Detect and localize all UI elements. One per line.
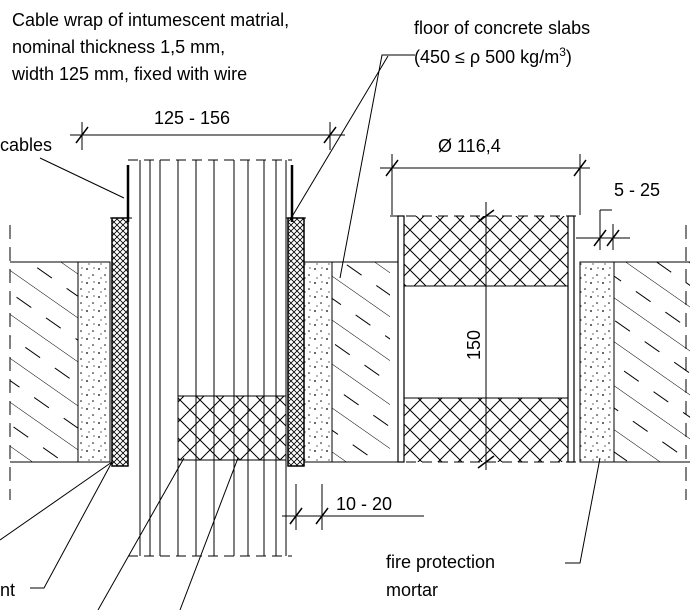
cable-wrap-label-line2: nominal thickness 1,5 mm, (12, 37, 225, 57)
slab-right (614, 262, 690, 462)
fire-protection-label-line1: fire protection (386, 552, 495, 572)
cables-label: cables (0, 135, 52, 155)
floor-label-line2: (450 ≤ ρ 500 kg/m3) (414, 45, 572, 67)
mortar-left (77, 261, 111, 463)
cable-wrap-label-line1: Cable wrap of intumescent matrial, (12, 10, 289, 30)
gap-dimension: 5 - 25 (614, 180, 660, 200)
sleeve-wall-left (397, 215, 405, 463)
slab-left (10, 262, 78, 462)
cable-wrap-label-line3: width 125 mm, fixed with wire (11, 64, 247, 84)
sealant-block (177, 395, 287, 461)
opening-width-dimension: 125 - 156 (154, 108, 230, 128)
floor-label-line1: floor of concrete slabs (414, 18, 590, 38)
dimension-gap (576, 209, 630, 250)
mortar-right (579, 261, 615, 463)
fire-protection-label-line2: mortar (386, 580, 438, 600)
height-dimension: 150 (464, 330, 484, 360)
mortar-center (303, 261, 333, 463)
dimension-height (477, 202, 495, 470)
fire-protection-mortar (77, 261, 615, 463)
offset-dimension: 10 - 20 (336, 494, 392, 514)
leader-lines (0, 54, 601, 610)
cable-bundle (128, 159, 292, 557)
cable-wrap-right (287, 217, 305, 467)
pipe-diameter-dimension: Ø 116,4 (438, 136, 501, 156)
dimension-opening-width (70, 122, 345, 150)
dimension-offset (282, 484, 424, 530)
cable-wrap (110, 165, 306, 467)
cable-wrap-left (111, 217, 129, 467)
cropped-left-label: nt (0, 580, 15, 600)
dimension-pipe-diameter (380, 154, 590, 215)
concrete-slab (9, 225, 690, 500)
sleeve-wall-right (567, 215, 575, 463)
slab-center (332, 262, 390, 462)
